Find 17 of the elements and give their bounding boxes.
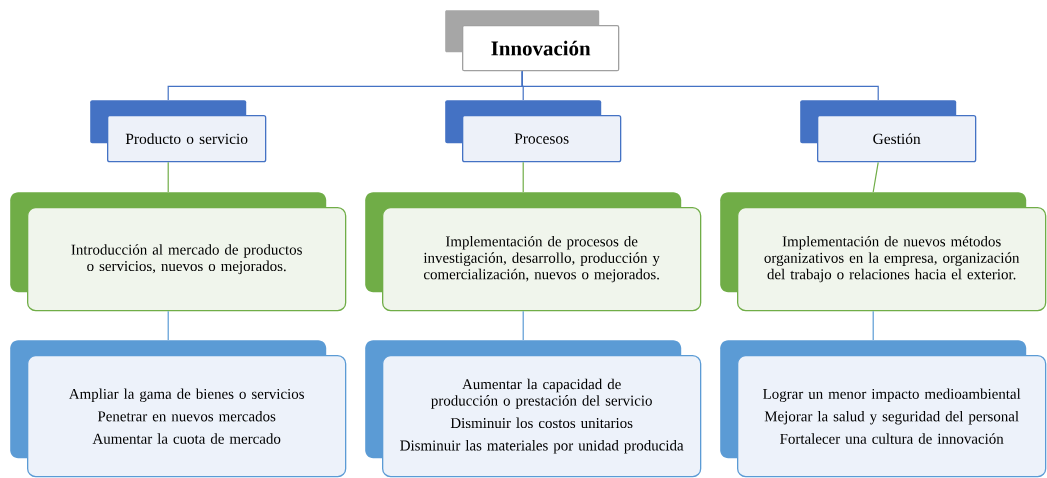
- description-box: Implementación de procesos de investigación, desarrollo, producción y comercialización, nuevos o mejorados.: [365, 192, 702, 312]
- title-box: Innovación: [445, 10, 620, 72]
- description-box: Introducción al mercado de productos o servicios, nuevos o mejorados.: [10, 192, 347, 312]
- objective-box: Lograr un menor impacto medioambiental Mejorar la salud y seguridad del personal Fortalecer una cultura de innovación: [720, 340, 1047, 478]
- connector-line: [167, 161, 169, 193]
- description-box: Implementación de nuevos métodos organizativos en la empresa, organización del trabajo o relaciones hacia el exterior.: [720, 192, 1047, 312]
- objective-box: Aumentar la capacidad de producción o prestación del servicio Disminuir los costos unitarios Disminuir las materiales por unidad producida: [365, 340, 702, 478]
- connector-line: [872, 161, 879, 193]
- connector-line: [522, 161, 524, 193]
- connector-line: [167, 310, 169, 341]
- category-box: Producto o servicio: [90, 100, 267, 163]
- category-box: Gestión: [800, 100, 977, 163]
- category-box: Procesos: [445, 100, 622, 163]
- connector-line: [522, 310, 524, 341]
- objective-box: Ampliar la gama de bienes o servicios Penetrar en nuevos mercados Aumentar la cuota de mercado: [10, 340, 347, 478]
- connector-line: [872, 310, 874, 341]
- connector-line: [521, 70, 879, 101]
